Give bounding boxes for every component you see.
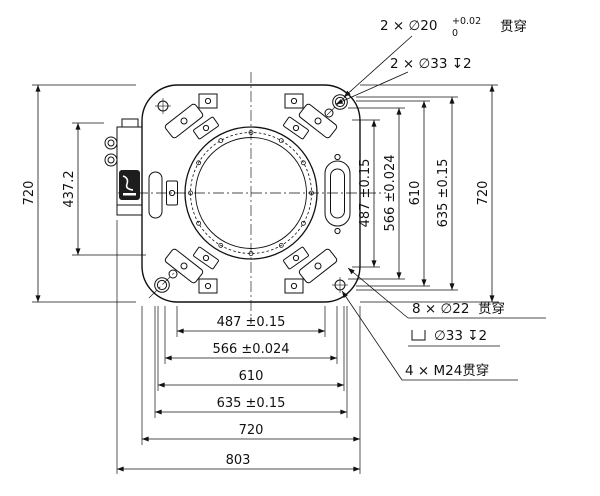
dim-label-left-720: 720 [22, 181, 37, 206]
dim-bottom-720: 720 [141, 306, 361, 474]
callout-top-hole-label: 2 × ∅20 [380, 18, 437, 34]
dim-label-right-610: 610 [408, 181, 423, 206]
dim-label-bottom-720: 720 [239, 423, 264, 438]
dim-right-635: 635 ±0.15 [356, 96, 458, 291]
dim-label-left-437: 437.2 [62, 170, 77, 207]
callout-top-cbore: 2 × ∅33 ↧2 [335, 56, 472, 105]
side-slot [324, 153, 351, 235]
dim-label-right-566: 566 ±0.024 [383, 154, 398, 231]
dim-label-bottom-487: 487 ±0.15 [217, 315, 286, 330]
logo-text-bar [123, 193, 136, 196]
logo-badge [119, 170, 140, 200]
dim-left-720: 720 [22, 84, 136, 303]
center-bore [184, 126, 318, 260]
dim-right-610: 610 [356, 100, 430, 287]
callout-bottom-thread-label: 4 × M24贯穿 [405, 363, 489, 379]
dim-label-right-635: 635 ±0.15 [436, 159, 451, 228]
callout-top-hole-tol-lower: 0 [452, 28, 458, 39]
corner-mount-plates [164, 103, 338, 284]
clamp-pads [166, 116, 309, 270]
logo-mark-icon [122, 175, 134, 191]
callout-top-hole-tol-upper: +0.02 [452, 16, 481, 27]
dim-label-right-720: 720 [476, 181, 491, 206]
callout-bottom-hole-label: 8 × ∅22 [412, 301, 469, 317]
callout-bottom-hole-through: 贯穿 [478, 301, 505, 317]
dim-right-566: 566 ±0.024 [348, 107, 405, 280]
dim-bottom-610: 610 [157, 306, 345, 391]
callout-bottom-thread: 4 × M24贯穿 [341, 290, 518, 381]
callout-top-hole-through: 贯穿 [500, 19, 527, 35]
dim-left-437: 437.2 [62, 122, 146, 256]
left-slot [148, 171, 163, 219]
dim-right-720: 720 [360, 84, 498, 303]
callout-bottom-hole: 8 × ∅22 贯穿 ∅33 ↧2 [347, 267, 546, 347]
dim-right-487: 487 ±0.15 [352, 119, 380, 268]
callout-top-hole: 2 × ∅20 +0.02 0 贯穿 [343, 16, 527, 98]
dim-label-bottom-610: 610 [239, 369, 264, 384]
dim-label-right-487: 487 ±0.15 [358, 159, 373, 228]
dim-bottom-566: 566 ±0.024 [164, 306, 338, 364]
dim-label-bottom-566: 566 ±0.024 [212, 342, 289, 357]
bolt-circle-holes [188, 130, 314, 256]
connector-block [104, 118, 143, 216]
dim-bottom-487: 487 ±0.15 [176, 306, 326, 337]
corner-holes [148, 88, 354, 299]
edge-tabs [198, 93, 304, 294]
callout-bottom-cbore-label: ∅33 ↧2 [434, 328, 487, 344]
callout-top-cbore-label: 2 × ∅33 ↧2 [390, 56, 472, 72]
counterbore-icon [411, 330, 426, 341]
dim-bottom-635: 635 ±0.15 [154, 306, 348, 418]
dim-label-bottom-635: 635 ±0.15 [217, 396, 286, 411]
dim-bottom-803: 803 [116, 220, 360, 474]
centerlines [118, 72, 386, 316]
dim-label-bottom-803: 803 [226, 453, 251, 468]
